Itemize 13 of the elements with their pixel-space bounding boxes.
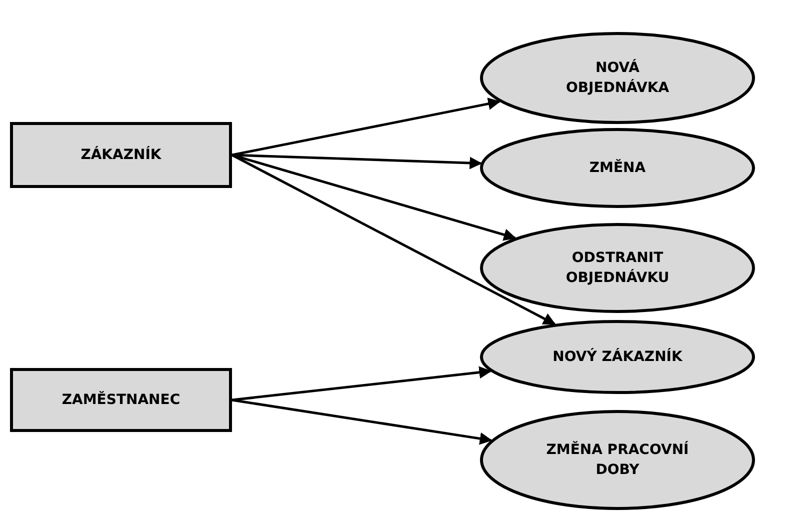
arrow xyxy=(232,366,492,402)
arrow xyxy=(232,398,492,445)
actor-box xyxy=(10,122,232,188)
use-case-label: ZMĚNA xyxy=(589,158,646,178)
actor-box xyxy=(10,368,232,432)
use-case-label: ODSTRANIT OBJEDNÁVKU xyxy=(564,248,670,288)
use-case-label: NOVÁ OBJEDNÁVKA xyxy=(564,58,670,98)
arrow xyxy=(232,98,501,156)
use-case-label: NOVÝ ZÁKAZNÍK xyxy=(552,347,682,367)
arrow xyxy=(231,154,556,326)
use-case-label: ZMĚNA PRACOVNÍ DOBY xyxy=(545,440,690,480)
actor-label: ZÁKAZNÍK xyxy=(80,145,162,165)
actor-label: ZAMĚSTNANEC xyxy=(62,390,180,410)
